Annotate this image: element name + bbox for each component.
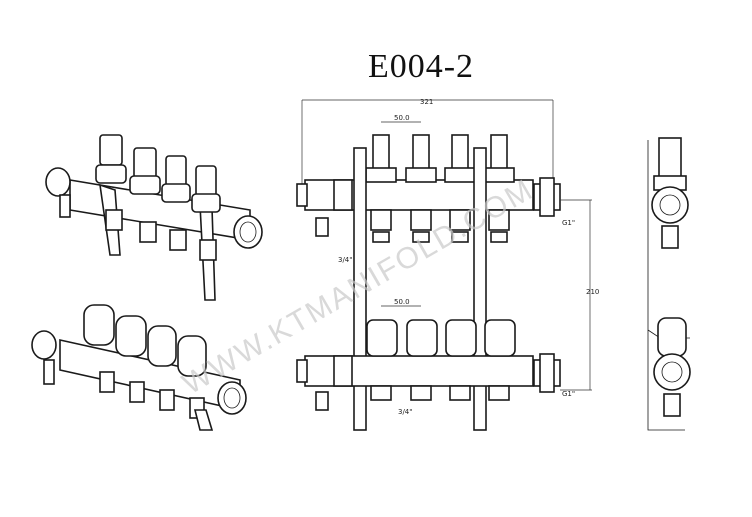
isometric-view bbox=[31, 134, 263, 431]
dim-overall-width: 321 bbox=[420, 98, 433, 106]
dim-center-distance: 210 bbox=[586, 288, 599, 296]
dim-flowmeter-pitch-top: 50.0 bbox=[394, 114, 410, 122]
dim-outlet-bottom: 3/4" bbox=[398, 408, 413, 416]
dim-thread-bottom: G1" bbox=[562, 390, 575, 398]
dim-flowmeter-pitch-bottom: 50.0 bbox=[394, 298, 410, 306]
dim-thread-top: G1" bbox=[562, 219, 575, 227]
side-view bbox=[647, 137, 691, 431]
drawing-title: E004-2 bbox=[367, 48, 475, 85]
dim-outlet-top: 3/4" bbox=[338, 256, 353, 264]
front-view: 321 50.0 3/4" bbox=[296, 98, 599, 431]
